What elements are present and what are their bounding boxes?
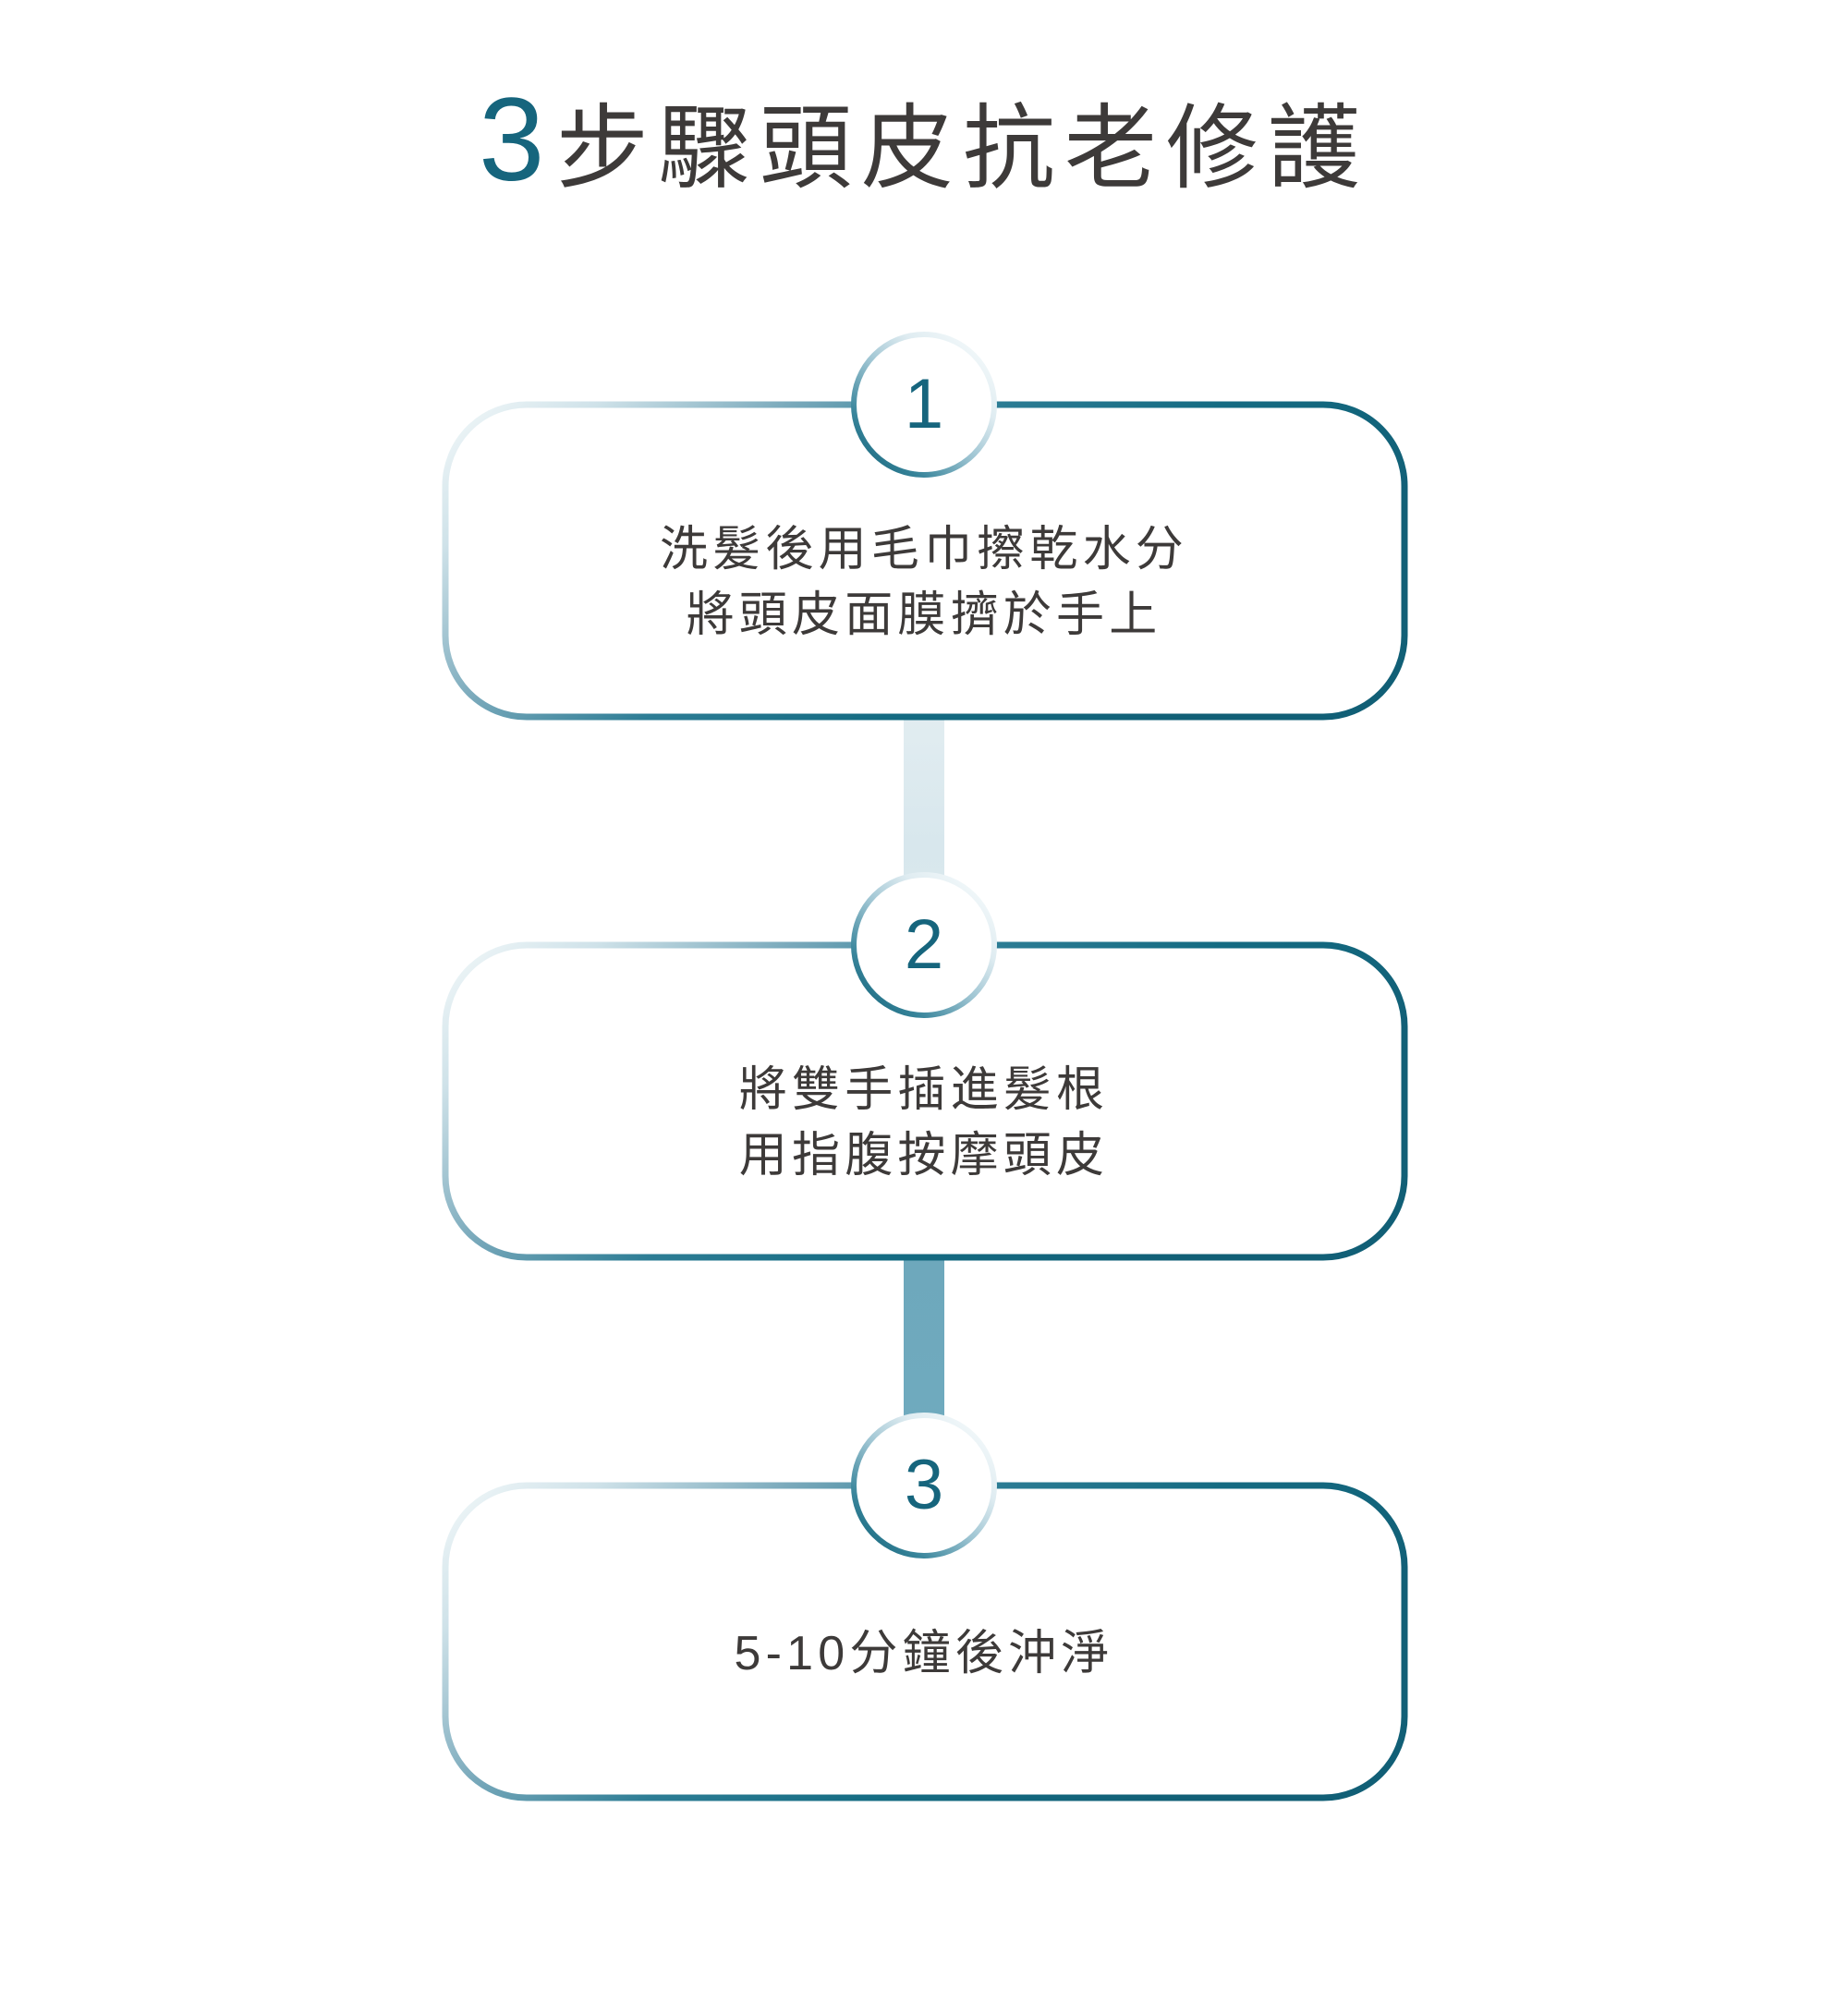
step-1-line-1: 洗髮後用毛巾擦乾水分 xyxy=(659,523,1188,576)
step-2-text: 將雙手插進髮根 用指腹按摩頭皮 xyxy=(439,1058,1409,1188)
step-2-line-2: 用指腹按摩頭皮 xyxy=(738,1128,1110,1182)
step-1-line-2: 將頭皮面膜擠於手上 xyxy=(686,588,1162,642)
step-3-text: 5-10分鐘後沖淨 xyxy=(439,1621,1409,1687)
step-1-badge-number: 1 xyxy=(904,365,944,443)
step-2-badge-number: 2 xyxy=(904,905,944,984)
step-3-line-1: 5-10分鐘後沖淨 xyxy=(734,1627,1114,1680)
step-1-text: 洗髮後用毛巾擦乾水分 將頭皮面膜擠於手上 xyxy=(439,517,1409,648)
title-step-count: 3 xyxy=(479,74,547,206)
step-2-line-1: 將雙手插進髮根 xyxy=(738,1063,1110,1117)
title-label: 步驟頭皮抗老修護 xyxy=(555,97,1369,200)
step-3-badge-number: 3 xyxy=(904,1446,944,1524)
